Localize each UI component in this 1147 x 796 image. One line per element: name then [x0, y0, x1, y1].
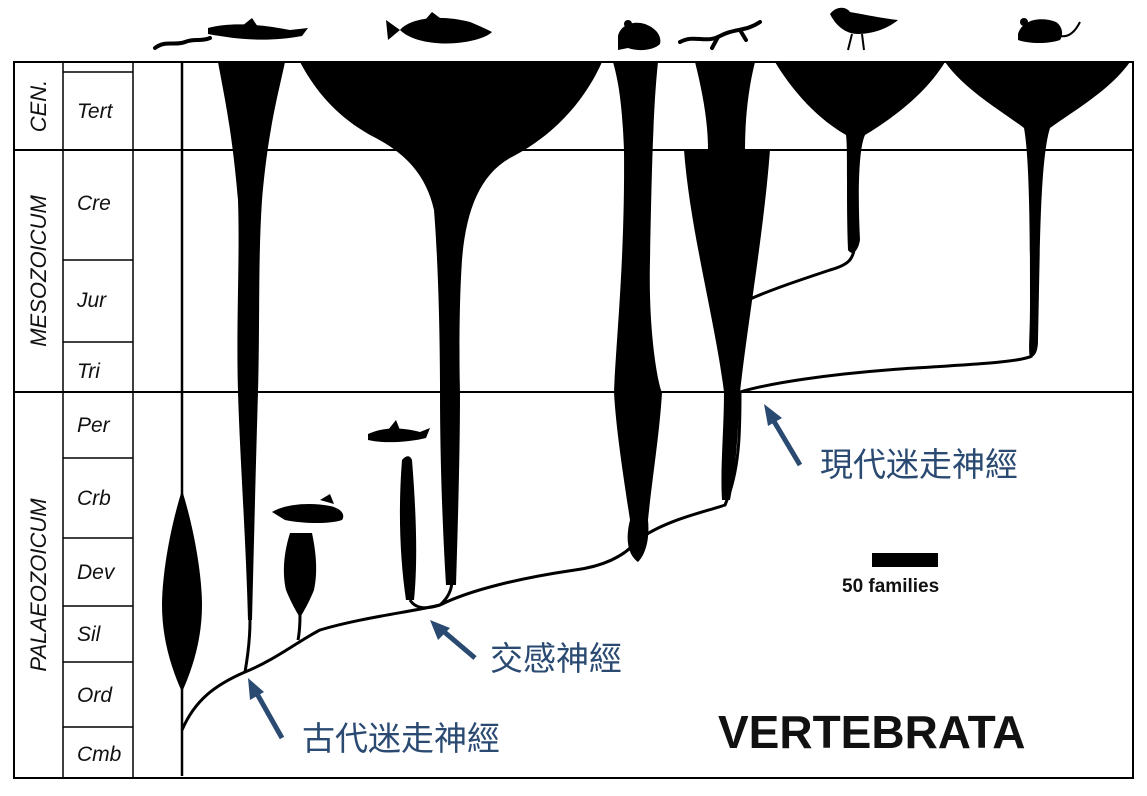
lamprey-icon — [153, 36, 212, 50]
period-label-sil: Sil — [77, 623, 102, 646]
period-label-dev: Dev — [77, 561, 116, 584]
label-ancient-vagus: 古代迷走神經 — [302, 719, 500, 758]
spindle-amphibians — [613, 62, 662, 562]
branch-acanthodian-link — [408, 599, 441, 610]
period-label-tert: Tert — [77, 100, 114, 123]
era-label-mesozoic: MESOZOICUM — [26, 195, 51, 347]
branch-placoderm-link — [296, 614, 302, 641]
spindle-chondrichthyes — [218, 62, 285, 620]
era-label-palaeozoic: PALAEOZOICUM — [26, 498, 51, 672]
spindle-reptiles — [684, 62, 770, 500]
spindle-birds — [775, 62, 945, 253]
spindle-placoderms — [283, 533, 317, 618]
acanthodian-shark-icon — [368, 420, 430, 443]
spindle-osteichthyes — [300, 62, 602, 585]
period-label-per: Per — [77, 414, 111, 437]
branch-chondrichthyes-link — [243, 619, 252, 673]
mammal-icon — [1018, 18, 1081, 43]
period-label-cre: Cre — [77, 192, 111, 215]
frog-icon — [618, 20, 661, 51]
spindle-acanthodians — [399, 456, 417, 600]
bony-fish-icon — [386, 12, 492, 44]
shark-icon — [208, 18, 308, 40]
placoderm-icon — [272, 494, 344, 523]
spindle-ostracoderms — [162, 490, 202, 692]
lizard-icon — [678, 20, 762, 50]
label-sympathetic: 交感神經 — [490, 639, 622, 678]
main-stem — [180, 354, 1033, 731]
arrow-ancient-vagus — [248, 678, 285, 740]
period-label-tri: Tri — [77, 360, 101, 383]
period-label-jur: Jur — [76, 289, 107, 312]
period-label-cmb: Cmb — [77, 743, 122, 766]
scale-bar — [872, 553, 938, 567]
era-label-cenozoic: CEN. — [26, 80, 51, 133]
label-modern-vagus: 現代迷走神經 — [820, 445, 1018, 484]
branch-birds-link — [747, 239, 857, 302]
spindle-mammals — [945, 62, 1130, 358]
arrow-modern-vagus — [764, 404, 803, 467]
period-label-crb: Crb — [77, 487, 111, 510]
arrow-sympathetic — [430, 620, 477, 660]
diagram-title: VERTEBRATA — [718, 706, 1026, 758]
bird-icon — [830, 7, 898, 51]
phylogeny-tree — [162, 62, 1130, 776]
scale-bar-label: 50 families — [842, 576, 939, 597]
period-label-ord: Ord — [77, 684, 113, 707]
